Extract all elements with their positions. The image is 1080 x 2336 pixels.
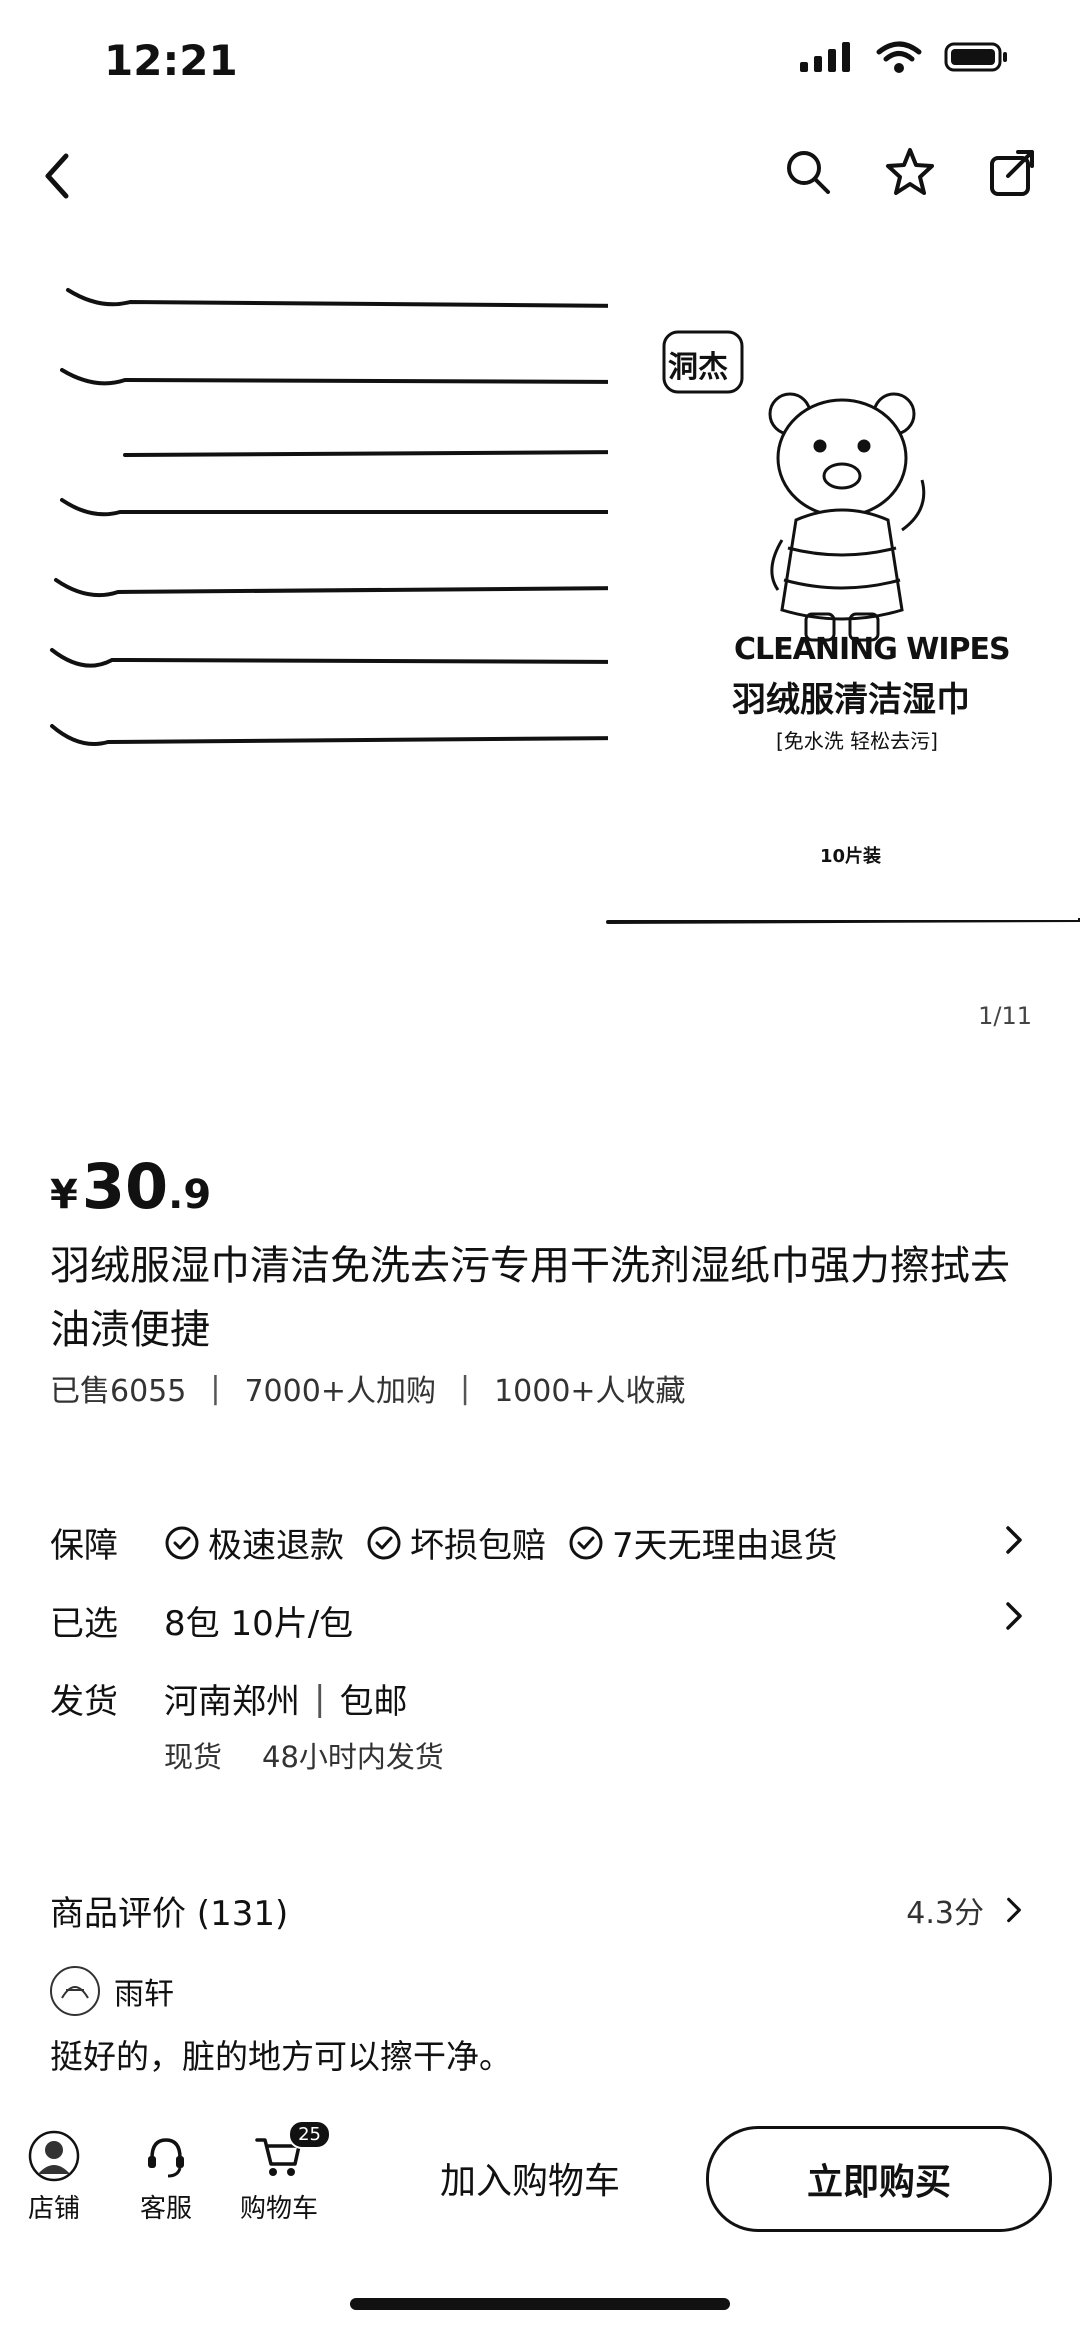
buy-now-button[interactable]: 立即购买 xyxy=(706,2126,1052,2232)
product-stats: 已售6055 | 7000+人加购 | 1000+人收藏 xyxy=(50,1366,686,1410)
shipping-fee: 包邮 xyxy=(339,1682,408,1722)
check-circle-icon xyxy=(165,1526,199,1559)
shipping-row: 河南郑州 | 包邮 xyxy=(164,1674,407,1723)
price-symbol: ¥ xyxy=(50,1172,78,1218)
package-subtitle: [免水洗 轻松去污] xyxy=(776,729,938,753)
review-user: 雨轩 xyxy=(50,1966,174,2016)
check-circle-icon xyxy=(569,1526,603,1559)
selected-label: 已选 xyxy=(50,1604,118,1644)
price-integer: 30 xyxy=(81,1150,169,1223)
nav-actions xyxy=(780,144,1040,200)
package-count: 10片装 xyxy=(820,846,882,867)
signal-icon xyxy=(800,42,850,72)
cart-count-badge: 25 xyxy=(288,2120,331,2149)
price: ¥ 30 .9 xyxy=(50,1150,211,1223)
back-icon[interactable] xyxy=(30,146,90,206)
status-icons xyxy=(798,40,1010,74)
reviews-score[interactable]: 4.3分 xyxy=(906,1888,1030,1932)
reviewer-avatar xyxy=(50,1966,100,2016)
selected-value[interactable]: 8包 10片/包 xyxy=(164,1604,354,1644)
guarantee-item: 坏损包赔 xyxy=(366,1518,546,1567)
shipping-label: 发货 xyxy=(50,1682,118,1722)
cart-button[interactable]: 25 购物车 xyxy=(240,2120,331,2225)
home-indicator[interactable] xyxy=(350,2298,730,2310)
shipping-location: 河南郑州 xyxy=(164,1682,300,1722)
status-time: 12:21 xyxy=(104,36,238,85)
cart-icon-wrap: 25 xyxy=(253,2120,331,2182)
chevron-right-icon xyxy=(1007,1897,1021,1923)
store-avatar-icon xyxy=(28,2130,80,2182)
favorite-star-icon[interactable] xyxy=(882,144,938,200)
image-counter: 1/11 xyxy=(978,1002,1032,1030)
product-image-gallery[interactable]: 洞杰 CLEANING WIPES 羽绒服清洁湿巾 [免水洗 轻松去污] 10片… xyxy=(0,230,1080,950)
add-to-cart-button[interactable]: 加入购物车 xyxy=(439,2161,620,2202)
store-button[interactable]: 店铺 xyxy=(28,2130,80,2225)
reviews-title[interactable]: 商品评价 (131) xyxy=(50,1894,289,1934)
product-title: 羽绒服湿巾清洁免洗去污专用干洗剂湿纸巾强力擦拭去油渍便捷 xyxy=(50,1243,1010,1353)
headset-icon xyxy=(148,2138,184,2178)
share-icon[interactable] xyxy=(984,144,1040,200)
package-title-en: CLEANING WIPES xyxy=(734,632,1011,667)
stats-divider: | xyxy=(459,1370,471,1406)
guarantee-item: 7天无理由退货 xyxy=(568,1518,838,1567)
check-circle-icon xyxy=(367,1526,401,1559)
review-text: 挺好的，脏的地方可以擦干净。 xyxy=(50,2037,512,2076)
brand-badge: 洞杰 xyxy=(668,350,728,385)
price-decimal: .9 xyxy=(168,1172,212,1218)
guarantee-row[interactable]: 极速退款 坏损包赔 7天无理由退货 xyxy=(164,1518,838,1567)
favorite-count: 1000+人收藏 xyxy=(494,1374,686,1409)
chevron-right-icon[interactable] xyxy=(996,1522,1032,1558)
package-title-cn: 羽绒服清洁湿巾 xyxy=(732,680,970,720)
wifi-icon xyxy=(876,41,922,73)
search-icon[interactable] xyxy=(780,144,836,200)
shipping-divider: | xyxy=(314,1678,326,1719)
battery-icon xyxy=(944,42,1007,72)
reviewer-name: 雨轩 xyxy=(114,1977,174,2012)
guarantee-label: 保障 xyxy=(50,1526,118,1566)
stats-divider: | xyxy=(210,1370,221,1406)
stock-status: 现货 xyxy=(164,1740,223,1774)
add-cart-count: 7000+人加购 xyxy=(244,1374,436,1409)
sold-count: 已售6055 xyxy=(50,1374,187,1409)
dispatch-time: 48小时内发货 xyxy=(262,1740,444,1774)
customer-service-button[interactable]: 客服 xyxy=(140,2130,192,2225)
shipping-details: 现货 48小时内发货 xyxy=(164,1734,444,1776)
guarantee-item: 极速退款 xyxy=(164,1518,344,1567)
chevron-right-icon[interactable] xyxy=(996,1598,1032,1634)
